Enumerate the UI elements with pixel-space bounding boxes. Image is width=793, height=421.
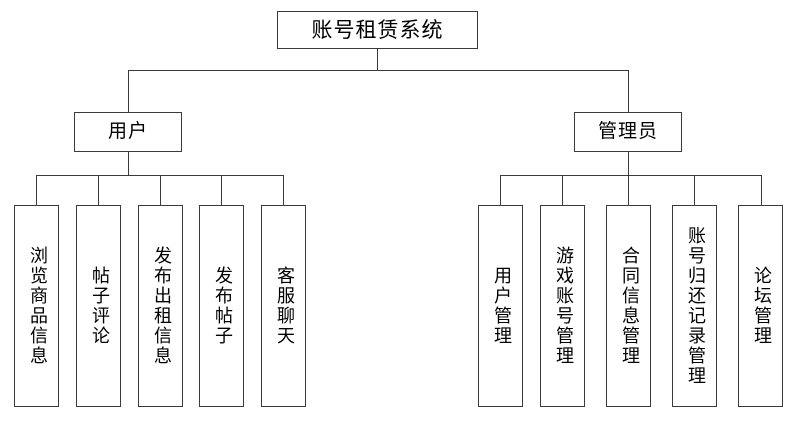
node-leaf-forum-management[interactable]: 论坛管理 [738,205,783,407]
connector-admin-bus [500,175,761,176]
connector-admin-stem [628,152,629,175]
node-root-label: 账号租赁系统 [311,17,444,42]
connector-user-drop-2 [98,175,99,205]
node-branch-admin-label: 管理员 [597,120,658,143]
node-leaf-label: 发布出租信息 [150,246,172,366]
connector-admin-drop-1 [500,175,501,205]
connector-top-bus [128,70,628,71]
connector-user-bus [36,175,283,176]
node-leaf-publish-post[interactable]: 发布帖子 [199,205,244,407]
connector-admin-drop-5 [761,175,762,205]
node-leaf-publish-rental-info[interactable]: 发布出租信息 [138,205,183,407]
node-leaf-label: 帖子评论 [88,266,110,346]
node-branch-admin[interactable]: 管理员 [574,112,682,152]
connector-user-stem [128,152,129,175]
node-branch-user-label: 用户 [107,120,148,143]
connector-user-drop-5 [283,175,284,205]
connector-admin-drop-2 [562,175,563,205]
connector-user-drop-1 [36,175,37,205]
node-leaf-label: 发布帖子 [211,266,233,346]
connector-user-drop-3 [160,175,161,205]
connector-user-drop-4 [221,175,222,205]
node-leaf-label: 用户管理 [490,266,512,346]
node-branch-user[interactable]: 用户 [74,112,182,152]
node-leaf-browse-product-info[interactable]: 浏览商品信息 [14,205,59,407]
node-root[interactable]: 账号租赁系统 [277,11,478,49]
connector-drop-branch-1 [128,70,129,112]
node-leaf-post-comment[interactable]: 帖子评论 [76,205,121,407]
node-leaf-label: 客服聊天 [273,266,295,346]
node-leaf-label: 论坛管理 [750,266,772,346]
node-leaf-label: 浏览商品信息 [26,246,48,366]
node-leaf-account-return-record-management[interactable]: 账号归还记录管理 [672,205,717,407]
connector-admin-drop-4 [694,175,695,205]
node-leaf-contract-info-management[interactable]: 合同信息管理 [606,205,651,407]
connector-admin-drop-3 [628,175,629,205]
node-leaf-customer-service-chat[interactable]: 客服聊天 [261,205,306,407]
node-leaf-label: 合同信息管理 [618,246,640,366]
connector-root-stem [377,49,378,71]
node-leaf-label: 游戏账号管理 [552,246,574,366]
node-leaf-user-management[interactable]: 用户管理 [478,205,523,407]
node-leaf-game-account-management[interactable]: 游戏账号管理 [540,205,585,407]
connector-drop-branch-2 [628,70,629,112]
node-leaf-label: 账号归还记录管理 [684,226,706,386]
